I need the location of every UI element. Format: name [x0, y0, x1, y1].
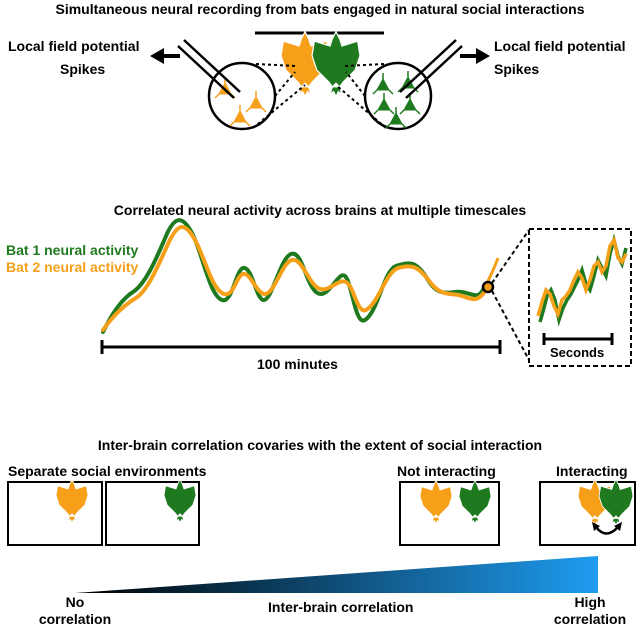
- inset-seconds-label: Seconds: [550, 345, 605, 360]
- inset-bat2-trace: [536, 235, 628, 319]
- right-zoom-line-2: [335, 84, 387, 129]
- left-spikes-label: Spikes: [60, 61, 106, 77]
- high-correlation-line2: correlation: [553, 611, 627, 627]
- not-interacting-label: Not interacting: [397, 463, 496, 479]
- right-electrode-1: [399, 39, 457, 93]
- zoom-line-top: [491, 229, 530, 284]
- low-correlation-line2: correlation: [38, 611, 112, 627]
- separate-box-1: [7, 481, 103, 546]
- left-electrode-1: [183, 39, 241, 93]
- left-electrode-2: [177, 45, 235, 99]
- legend-bat2: Bat 2 neural activity: [6, 259, 139, 275]
- bat-1-green-icon: [311, 30, 361, 98]
- zoom-marker: [481, 280, 495, 294]
- right-lfp-label: Local field potential: [494, 38, 626, 54]
- scale-label-100min: 100 minutes: [257, 356, 338, 372]
- panel3-title: Inter-brain correlation covaries with th…: [97, 437, 543, 453]
- left-lfp-label: Local field potential: [8, 38, 140, 54]
- condition-boxes: [7, 478, 636, 546]
- zoom-line-bottom: [491, 290, 530, 361]
- inset-bat1-trace: [538, 233, 628, 327]
- interaction-arrow-icon: [592, 522, 622, 535]
- left-arrow-icon: [150, 48, 180, 64]
- recording-setup: [150, 30, 490, 131]
- panel2-title: Correlated neural activity across brains…: [113, 202, 527, 218]
- left-zoom-line-1: [274, 71, 296, 97]
- interacting-label: Interacting: [556, 463, 628, 479]
- right-electrode-2: [405, 45, 463, 99]
- activity-traces: [100, 218, 632, 367]
- right-spikes-label: Spikes: [494, 61, 540, 77]
- left-zoom-line-2: [252, 84, 306, 129]
- bat1-trace: [101, 218, 486, 334]
- separate-label: Separate social environments: [8, 463, 207, 479]
- low-correlation-line1: No: [65, 594, 85, 610]
- high-correlation-line1: High: [574, 594, 606, 610]
- right-arrow-icon: [460, 48, 490, 64]
- legend-bat1: Bat 1 neural activity: [6, 242, 139, 258]
- panel1-title: Simultaneous neural recording from bats …: [55, 1, 585, 17]
- correlation-gradient: [75, 556, 598, 593]
- bat2-trace: [101, 225, 488, 332]
- right-zoom-line-1: [345, 71, 366, 97]
- gradient-label: Inter-brain correlation: [268, 599, 414, 615]
